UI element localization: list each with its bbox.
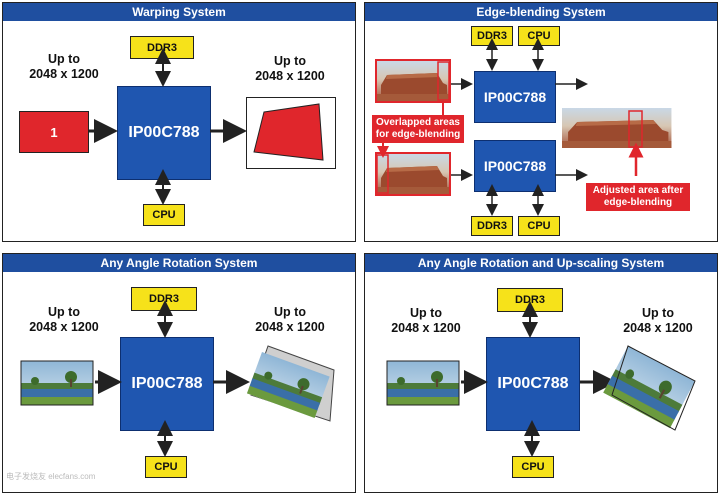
panel-title: Any Angle Rotation System [3,254,355,272]
warped-image [253,103,324,161]
ip-chip-top: IP00C788 [474,71,556,123]
panel-title: Any Angle Rotation and Up-scaling System [365,254,717,272]
panel-title: Warping System [3,3,355,21]
panel-title: Edge-blending System [365,3,717,21]
cpu-tag: CPU [143,204,185,226]
ddr3-tag-bottom: DDR3 [471,216,513,236]
ddr3-tag-top: DDR3 [471,26,513,46]
input-image: 1 [19,111,89,153]
cpu-tag-bottom: CPU [518,216,560,236]
adjusted-note: Adjusted area after edge-blending [586,183,690,211]
ip-chip: IP00C788 [486,337,580,431]
ip-chip-bottom: IP00C788 [474,140,556,192]
ip-chip: IP00C788 [120,337,214,431]
watermark: 电子发烧友 elecfans.com [6,472,96,481]
overlap-note: Overlapped areas for edge-blending [372,115,464,143]
